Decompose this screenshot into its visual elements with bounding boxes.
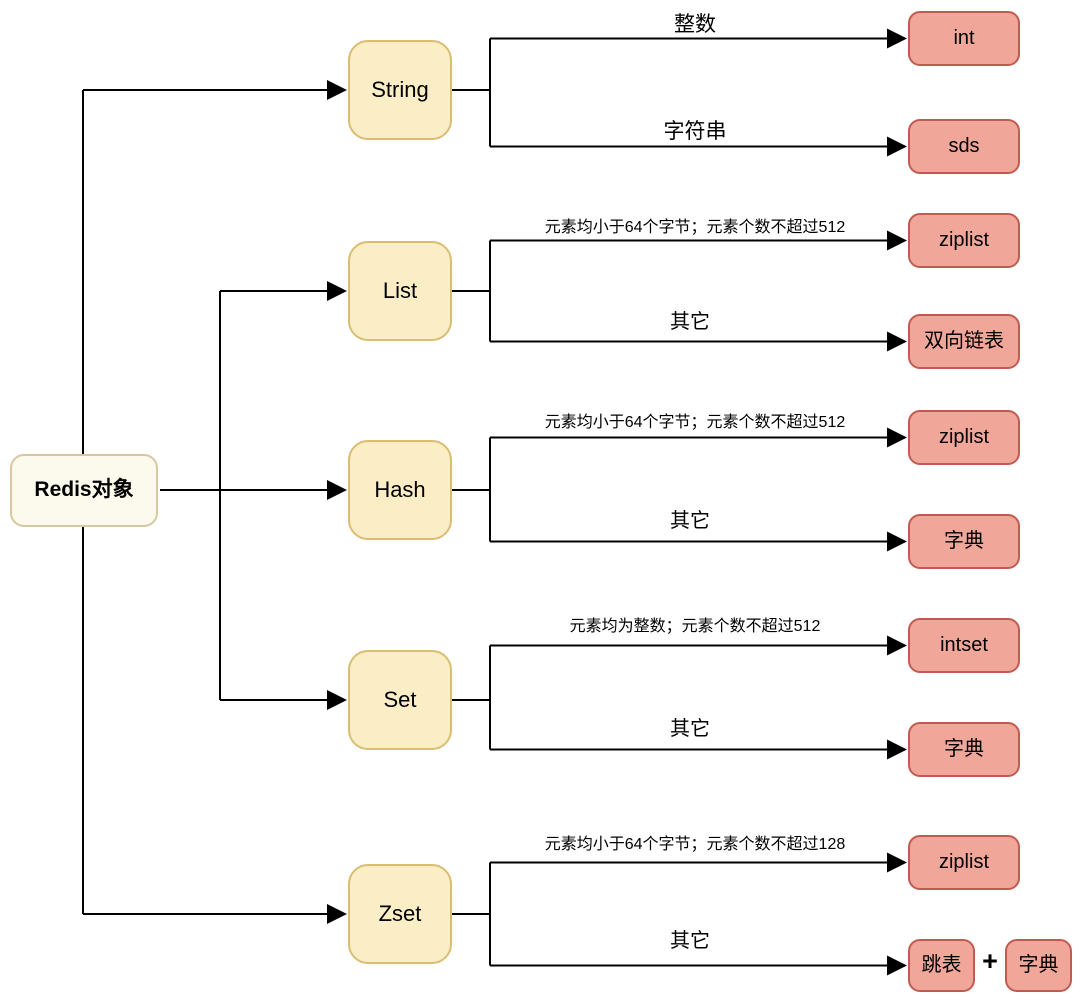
type-node-list: List bbox=[348, 241, 452, 341]
condition-label-zset-other: 其它 bbox=[670, 930, 710, 952]
condition-label-string-int: 整数 bbox=[674, 13, 716, 36]
encoding-node-dict-hash: 字典 bbox=[908, 514, 1020, 569]
condition-label-set-other: 其它 bbox=[670, 718, 710, 740]
encoding-node-ziplist-hash: ziplist bbox=[908, 410, 1020, 465]
type-node-hash: Hash bbox=[348, 440, 452, 540]
encoding-node-int: int bbox=[908, 11, 1020, 66]
encoding-node-ziplist-list: ziplist bbox=[908, 213, 1020, 268]
condition-label-hash-ziplist: 元素均小于64个字节；元素个数不超过512 bbox=[544, 414, 846, 431]
condition-label-list-ziplist: 元素均小于64个字节；元素个数不超过512 bbox=[544, 219, 846, 236]
encoding-node-linkedlist: 双向链表 bbox=[908, 314, 1020, 369]
condition-label-hash-other: 其它 bbox=[670, 510, 710, 532]
encoding-node-dict-zset: 字典 bbox=[1005, 939, 1072, 992]
type-node-string: String bbox=[348, 40, 452, 140]
root-node-redis-object: Redis对象 bbox=[10, 454, 158, 527]
condition-label-list-other: 其它 bbox=[670, 311, 710, 333]
plus-joiner: + bbox=[982, 946, 998, 976]
condition-label-zset-ziplist: 元素均小于64个字节；元素个数不超过128 bbox=[544, 836, 846, 853]
encoding-node-dict-set: 字典 bbox=[908, 722, 1020, 777]
condition-label-set-intset: 元素均为整数；元素个数不超过512 bbox=[569, 618, 821, 635]
encoding-node-skiplist: 跳表 bbox=[908, 939, 975, 992]
type-node-zset: Zset bbox=[348, 864, 452, 964]
encoding-node-intset: intset bbox=[908, 618, 1020, 673]
encoding-node-ziplist-zset: ziplist bbox=[908, 835, 1020, 890]
type-node-set: Set bbox=[348, 650, 452, 750]
encoding-node-sds: sds bbox=[908, 119, 1020, 174]
condition-label-string-sds: 字符串 bbox=[663, 120, 727, 143]
